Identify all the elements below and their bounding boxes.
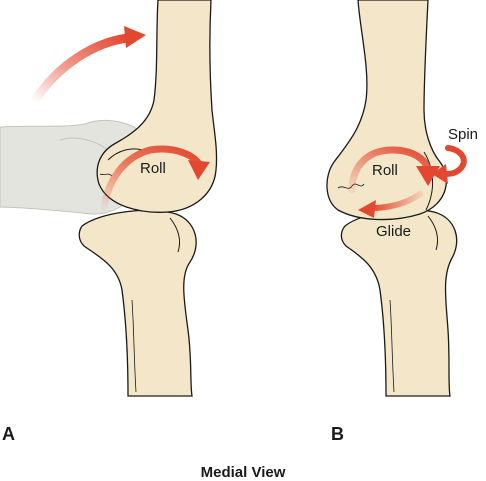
tibia-b-detail <box>427 215 439 251</box>
glide-arrow-icon <box>369 191 423 211</box>
tibia-a-shaft-line <box>131 299 137 393</box>
spin-arrow-icon <box>443 145 467 177</box>
spin-label: Spin <box>448 126 478 143</box>
roll-arrow-b-head <box>416 166 440 186</box>
swing-arrowhead <box>124 26 146 48</box>
roll-arrow-b-icon <box>348 146 432 194</box>
panel-a-letter: A <box>2 424 15 444</box>
roll-arrow-a-icon <box>100 145 204 212</box>
panel-b: Roll Spin Glide <box>326 0 478 397</box>
swing-arrow-icon <box>29 33 133 107</box>
femur-b-condyle-line <box>423 151 433 211</box>
figure-caption: Medial View <box>200 464 286 481</box>
femur-a-notch <box>99 173 113 177</box>
ghost-femur-a-ridge <box>59 137 109 151</box>
roll-arrow-a-head <box>188 160 210 180</box>
tibia-a <box>78 209 197 397</box>
roll-label-b: Roll <box>372 162 398 179</box>
glide-label: Glide <box>376 223 411 240</box>
tibia-b <box>340 209 458 397</box>
femur-b <box>326 0 448 221</box>
panel-b-letter: B <box>331 424 344 444</box>
tibia-a-detail <box>169 217 181 253</box>
spin-arrow-head <box>432 164 448 184</box>
tibia-b-shaft-line <box>389 299 395 393</box>
roll-label-a: Roll <box>140 160 166 177</box>
panel-a: Roll <box>0 0 218 397</box>
glide-arrow-head <box>358 200 376 218</box>
femur-a-detail <box>107 148 143 161</box>
